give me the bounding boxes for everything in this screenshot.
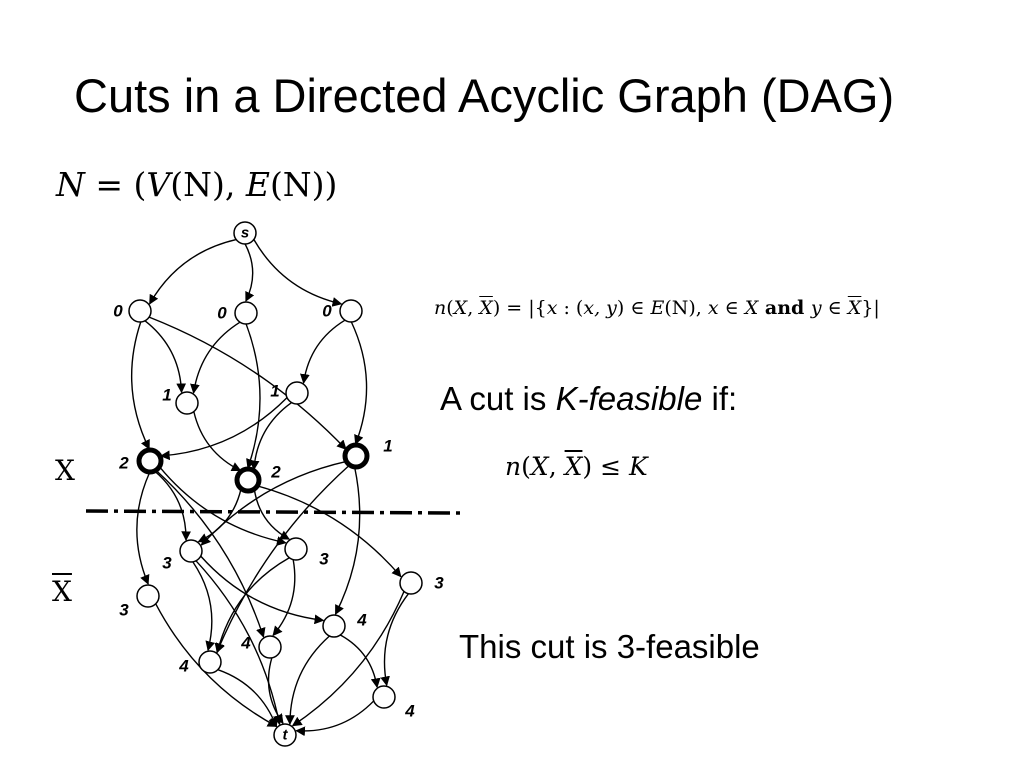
edge-c1-d2 [158,466,287,546]
edge-s-a1 [149,238,237,305]
edge-e4-t [295,700,375,737]
node-e4 [372,685,396,709]
edge-c1-d1 [154,470,192,542]
edge-a3-c3 [350,321,368,445]
edge-b1-c2 [193,411,242,472]
edge-a2-c2 [245,323,261,469]
edge-d4-t [155,603,278,728]
node-label-e3: 4 [356,611,367,630]
network-definition: N = (V(N), E(N)) [56,165,338,204]
edge-c3-e3 [334,466,361,615]
edge-c1-d4 [136,471,151,585]
edge-a2-b1 [190,321,241,394]
edge-d3-t [291,591,405,727]
edge-d1-e1 [192,561,215,652]
node-d2 [284,537,308,561]
node-t [273,723,297,747]
edge-e3-t [285,635,330,726]
node-b2 [285,381,309,405]
set-x-label: X [55,454,75,487]
node-label-d4: 3 [119,601,129,620]
node-label-c3: 1 [383,437,392,456]
edge-c1-e2 [155,469,266,638]
node-label-e2: 4 [240,634,251,653]
edge-e3-e4 [339,634,381,689]
edge-a1-c1 [130,321,150,450]
edge-b2-c2 [249,402,293,471]
node-c2 [234,466,262,494]
edge-d3-e4 [380,593,410,687]
edge-s-a2 [244,243,255,302]
node-a3 [339,299,363,323]
node-label-b1: 1 [162,386,171,405]
node-label-s: s [241,225,249,242]
node-d3 [399,571,423,595]
node-c3 [342,442,370,470]
node-label-a2: 0 [217,304,227,323]
edge-e2-t [267,657,284,724]
node-b1 [175,391,199,415]
node-label-a1: 0 [113,302,123,321]
node-e2 [258,635,282,659]
node-label-c2: 2 [270,463,281,482]
node-label-b2: 1 [270,382,279,401]
node-label-c1: 2 [118,454,129,473]
slide-title: Cuts in a Directed Acyclic Graph (DAG) [74,69,895,122]
edge-d1-t [195,560,283,726]
cut-result-text: This cut is 3-feasible [459,628,760,665]
node-e3 [322,614,346,638]
nodes-layer: s 0 0 0 1 1 2 2 1 3 3 3 3 4 4 4 4 t [113,221,444,747]
node-d4 [136,584,160,608]
node-d1 [179,539,203,563]
edge-c3-e1 [215,464,351,654]
edge-e1-t [217,669,278,728]
k-feasible-label: A cut is K-feasible if: [440,380,738,417]
k-feasible-condition: n(X, X) ≤ K [505,452,648,481]
cut-line [85,509,461,515]
node-label-d1: 3 [162,554,172,573]
edge-d2-e2 [272,559,296,637]
node-label-d3: 3 [434,574,444,593]
node-label-d2: 3 [319,550,329,569]
node-label-t: t [283,727,289,744]
edge-d1-e3 [200,555,325,625]
node-a1 [128,299,152,323]
node-label-a3: 0 [322,302,332,321]
cut-edge-count-definition: n(X, X) = |{x : (x, y) ∈ E(N), x ∈ X and… [434,297,880,319]
edge-a1-b1 [144,320,187,394]
edge-c3-d1 [200,460,347,546]
edge-c2-d1 [197,488,242,543]
node-a2 [234,301,258,325]
edge-a1-c3 [148,316,347,451]
edge-b2-c1 [159,397,288,461]
node-label-e4: 4 [404,702,415,721]
edge-a3-b2 [300,319,346,384]
node-e1 [198,650,222,674]
set-x-complement-label: X [52,575,72,608]
edges-layer [130,238,410,737]
edge-d2-e1 [214,557,290,654]
edge-s-a3 [253,239,343,307]
edge-c2-d3 [257,485,402,578]
node-c1 [136,447,164,475]
node-label-e1: 4 [178,657,189,676]
node-s [233,221,257,245]
